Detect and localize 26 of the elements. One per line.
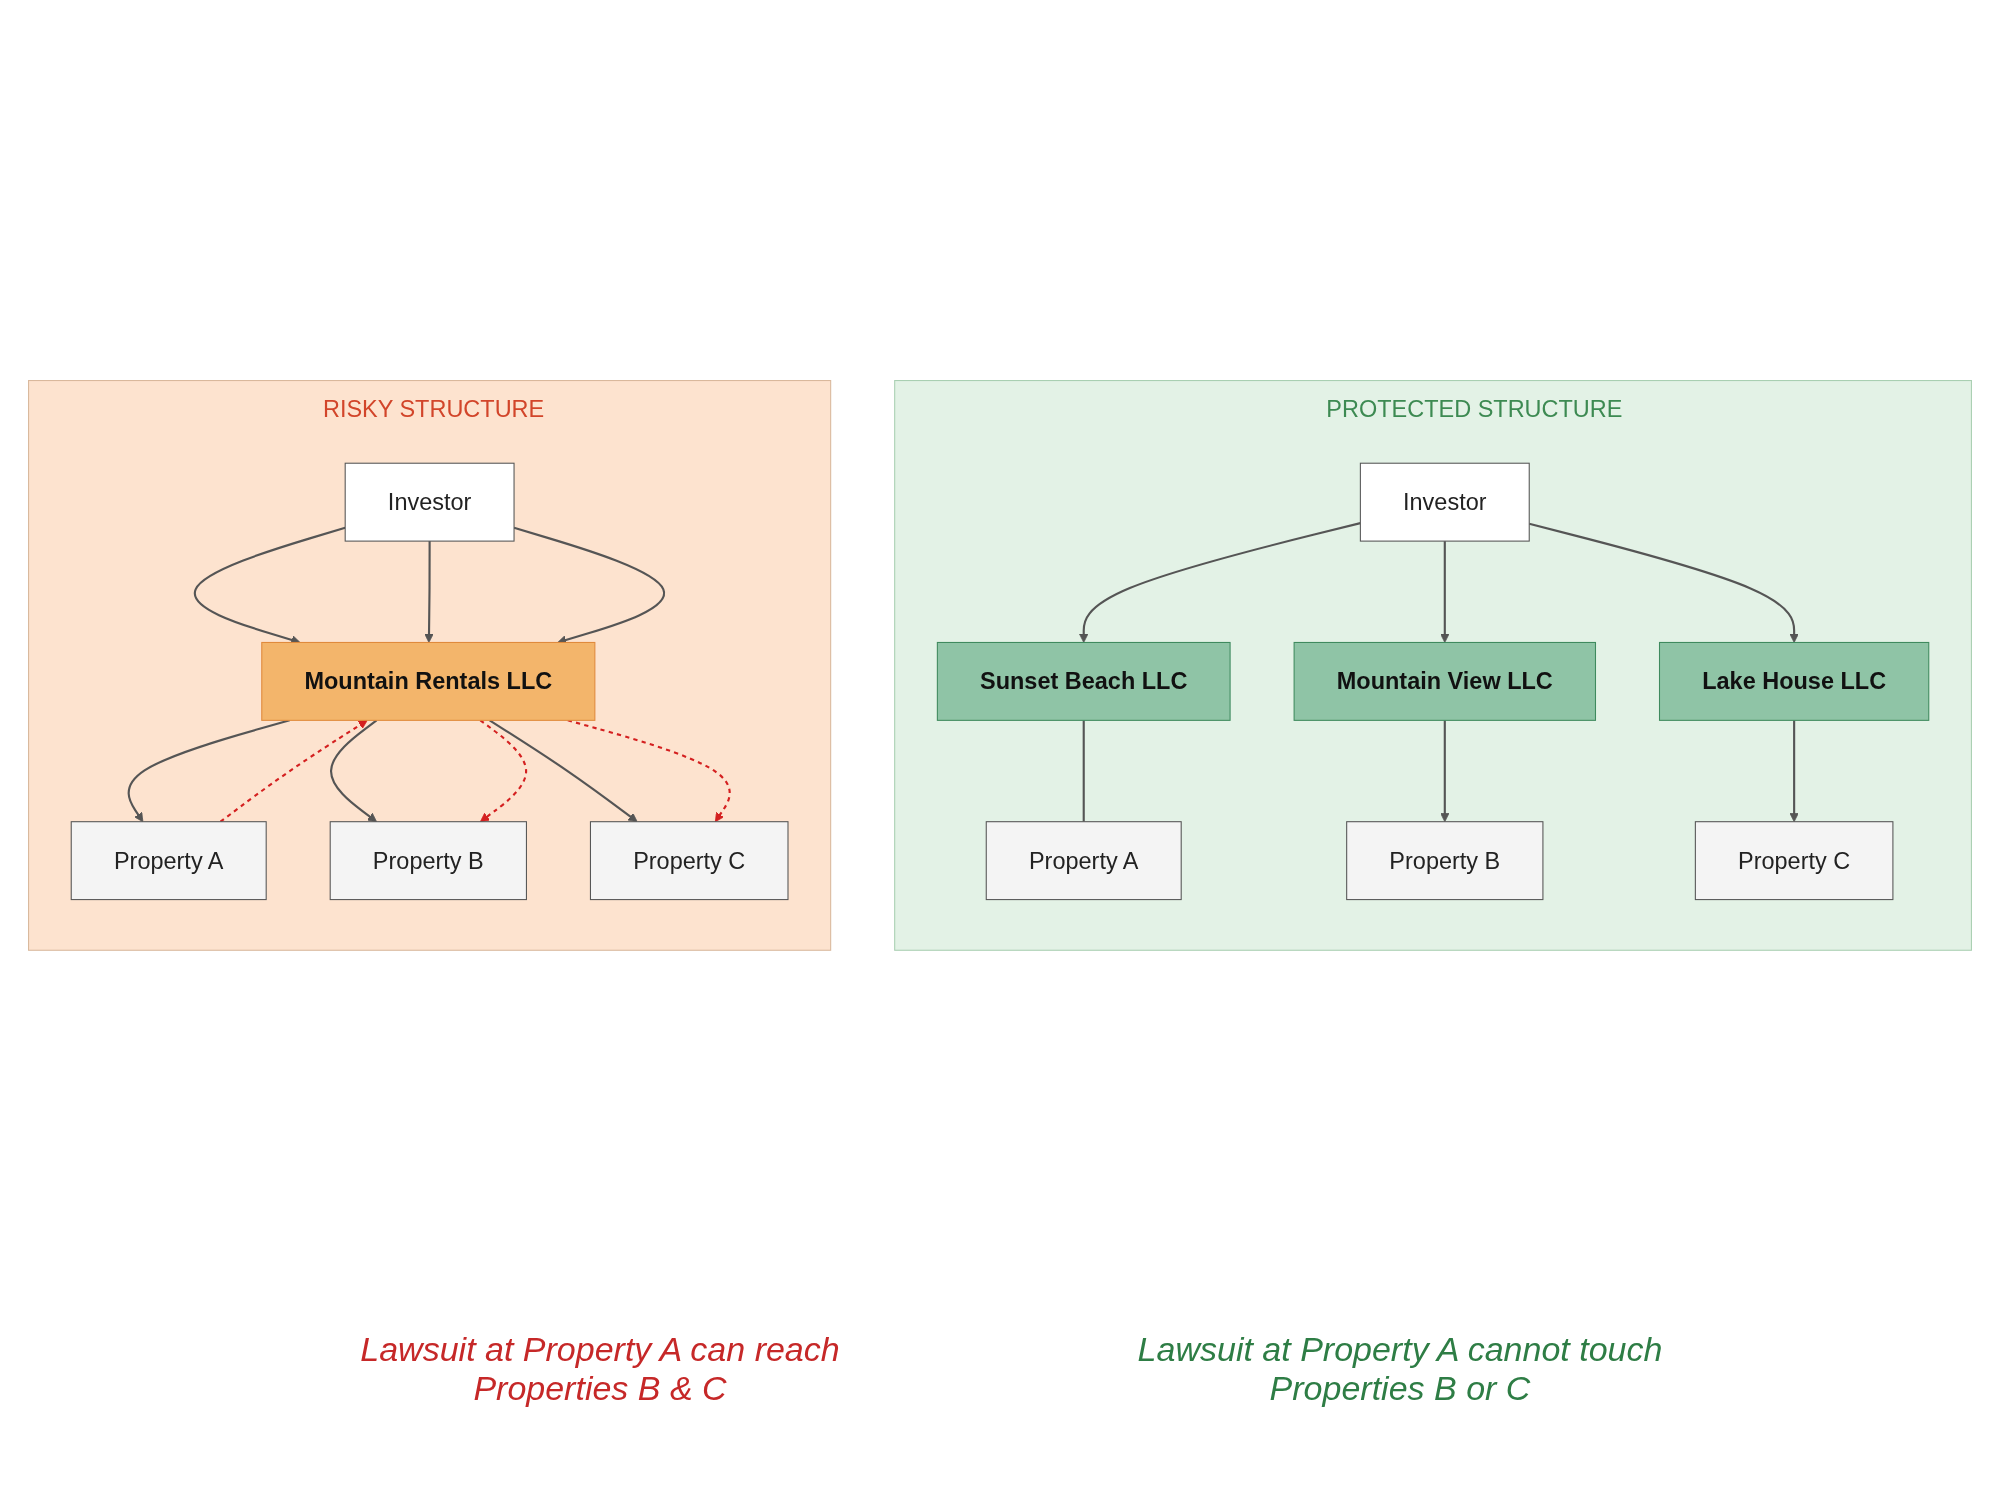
arrow (330, 719, 378, 822)
node-box: Property B (329, 820, 527, 900)
arrow (1440, 719, 1450, 822)
arrow (479, 719, 528, 822)
node-box: Property C (1694, 820, 1894, 900)
node-box: Mountain View LLC (1293, 641, 1597, 721)
connector (1082, 719, 1085, 822)
node-box: Property A (985, 820, 1182, 900)
node-box: Lake House LLC (1658, 641, 1930, 721)
arrow (489, 719, 638, 822)
caption-note: Lawsuit at Property A cannot touch Properties B or C (1136, 1330, 1664, 1408)
node-box: Investor (1359, 462, 1530, 542)
arrow (1079, 521, 1361, 643)
node-box: Mountain Rentals LLC (261, 641, 596, 721)
node-box: Property B (1346, 820, 1544, 900)
arrow (567, 718, 731, 822)
arrow (1440, 540, 1450, 643)
arrow (219, 719, 368, 823)
arrow (127, 718, 290, 822)
node-box: Property A (70, 820, 267, 900)
node-box: Property C (589, 820, 789, 900)
arrow (424, 540, 434, 643)
caption-note: Lawsuit at Property A can reach Properties B & C (359, 1330, 841, 1408)
arrow (1789, 719, 1799, 822)
node-box: Sunset Beach LLC (936, 641, 1231, 721)
node-box: Investor (344, 462, 515, 542)
